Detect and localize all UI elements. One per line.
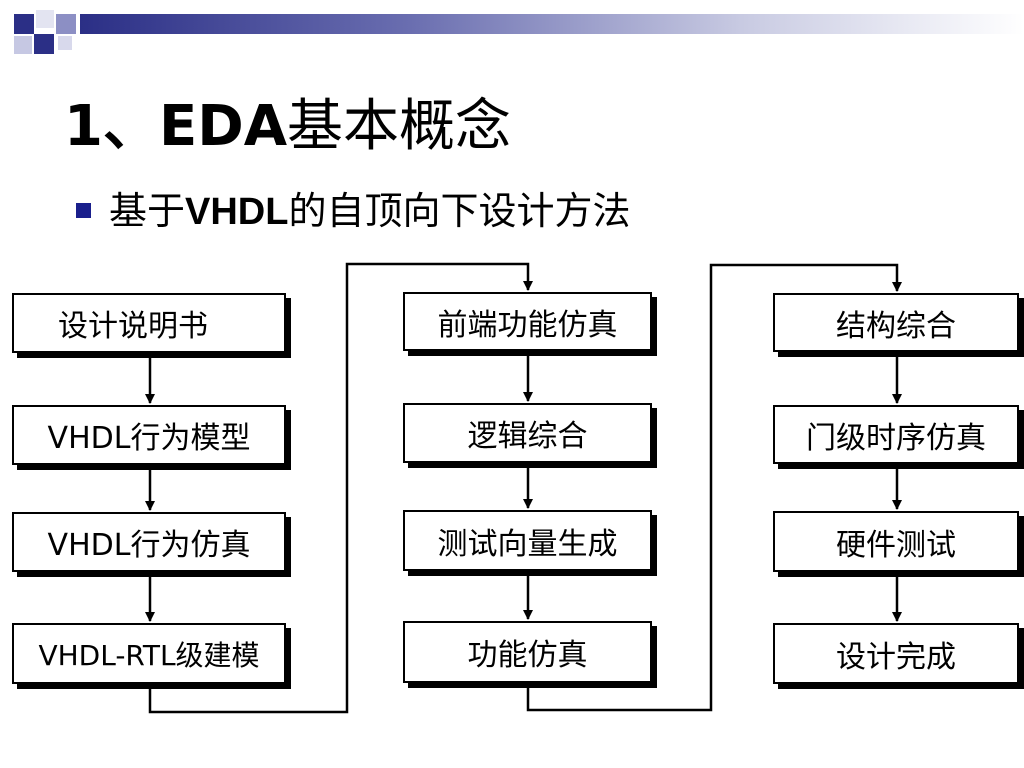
connector-col2-to-col3 (526, 263, 902, 712)
flow-box: VHDL行为仿真 (12, 512, 286, 572)
flow-box-label: 门级时序仿真 (806, 420, 986, 456)
bullet-item: 基于VHDL的自顶向下设计方法 (76, 186, 630, 237)
flow-box: 测试向量生成 (403, 510, 652, 571)
title-cjk: 基本概念 (287, 94, 512, 159)
flow-box: 设计完成 (773, 623, 1019, 684)
flow-box: VHDL-RTL级建模 (12, 623, 286, 684)
title-prefix: 1、EDA (64, 94, 288, 159)
flow-box-label: VHDL行为仿真 (47, 528, 251, 563)
square-bullet-icon (76, 203, 91, 218)
flow-box: 设计说明书 (12, 293, 286, 353)
flow-box-label: 硬件测试 (836, 527, 956, 563)
header-square-icon (14, 14, 34, 34)
header-square-icon (36, 10, 54, 28)
bullet-suffix: 的自顶向下设计方法 (288, 189, 631, 233)
header-square-icon (34, 34, 54, 54)
flow-box: 逻辑综合 (403, 403, 652, 463)
header-gradient-stripe (80, 14, 1024, 34)
header-square-icon (56, 14, 76, 34)
decorative-header-bar (0, 0, 1024, 60)
header-square-icon (58, 36, 72, 50)
flow-box-label: 测试向量生成 (437, 526, 618, 562)
flow-box-label: VHDL-RTL级建模 (38, 638, 260, 672)
flow-box-label: 前端功能仿真 (437, 307, 618, 343)
bullet-prefix: 基于 (109, 189, 186, 233)
flow-box-label: 设计完成 (836, 639, 956, 675)
header-square-icon (14, 36, 32, 54)
flow-box-label: 逻辑综合 (467, 419, 588, 454)
flow-box: VHDL行为模型 (12, 405, 286, 465)
connector-col1-to-col2 (148, 262, 533, 714)
flow-box-label: 结构综合 (836, 308, 956, 344)
flow-box: 硬件测试 (773, 511, 1019, 572)
flow-box: 门级时序仿真 (773, 405, 1019, 464)
flow-box-label: VHDL行为模型 (47, 421, 251, 456)
flow-box: 功能仿真 (403, 621, 652, 683)
bullet-bold: VHDL (185, 191, 289, 233)
flow-box: 前端功能仿真 (403, 292, 652, 351)
flow-box: 结构综合 (773, 293, 1019, 352)
slide-title: 1、EDA基本概念 (64, 92, 511, 162)
flow-box-label: 功能仿真 (467, 638, 588, 673)
flow-box-label: 设计说明书 (58, 309, 208, 344)
